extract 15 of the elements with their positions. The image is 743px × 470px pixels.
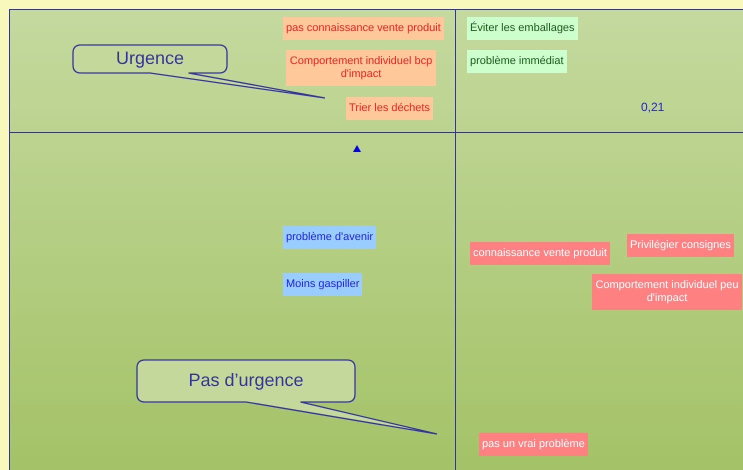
callout-text: Urgence	[114, 48, 186, 69]
point-label: Comportement individuel peu d'impact	[592, 274, 742, 310]
axis-value: 0,21	[641, 100, 664, 114]
point-label: problème d'avenir	[283, 226, 376, 249]
point-label: Moins gaspiller	[283, 273, 362, 296]
point-label: pas un vrai problème	[479, 433, 588, 456]
point-label: Comportement individuel bcp d'impact	[286, 50, 436, 86]
point-label: Privilégier consignes	[627, 234, 734, 257]
point-label: connaissance vente produit	[470, 242, 610, 265]
point-label: problème immédiat	[467, 50, 567, 73]
point-label: pas connaissance vente produit	[283, 17, 444, 40]
point-label: Trier les déchets	[346, 97, 433, 120]
callout-bubble	[137, 360, 437, 434]
callout-text: Pas d’urgence	[187, 370, 305, 391]
point-label: Éviter les emballages	[467, 17, 578, 40]
